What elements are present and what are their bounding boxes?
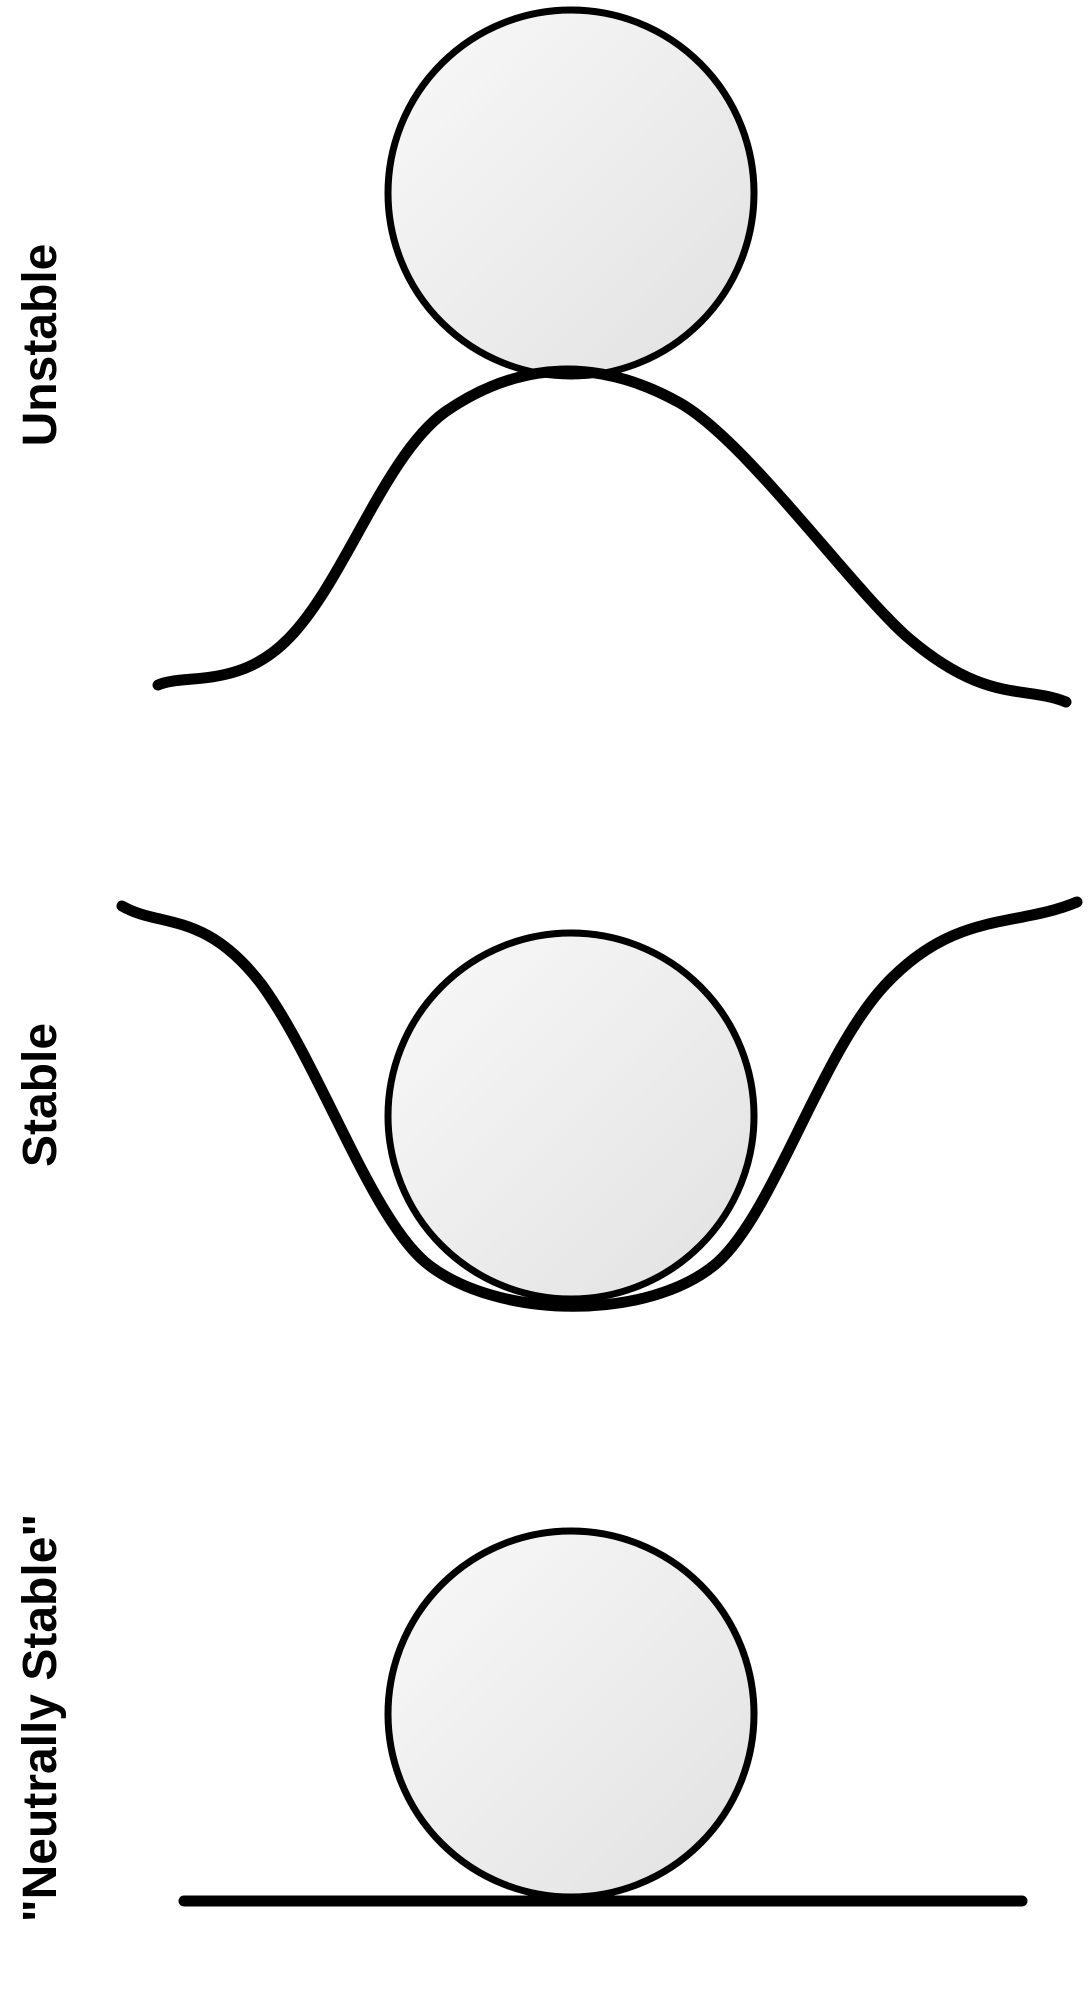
hill-curve <box>152 365 1072 708</box>
label-neutral: "Neutrally Stable" <box>14 1514 67 1922</box>
label-stable: Stable <box>14 1023 67 1167</box>
ball-stable <box>384 929 758 1303</box>
ball-unstable <box>384 6 758 380</box>
label-unstable: Unstable <box>14 244 67 447</box>
panel-unstable: Unstable <box>14 6 1072 708</box>
panel-stable: Stable <box>14 896 1083 1312</box>
ball-neutral <box>384 1527 758 1901</box>
valley-curve <box>116 896 1083 1312</box>
panel-neutral: "Neutrally Stable" <box>14 1514 1028 1922</box>
